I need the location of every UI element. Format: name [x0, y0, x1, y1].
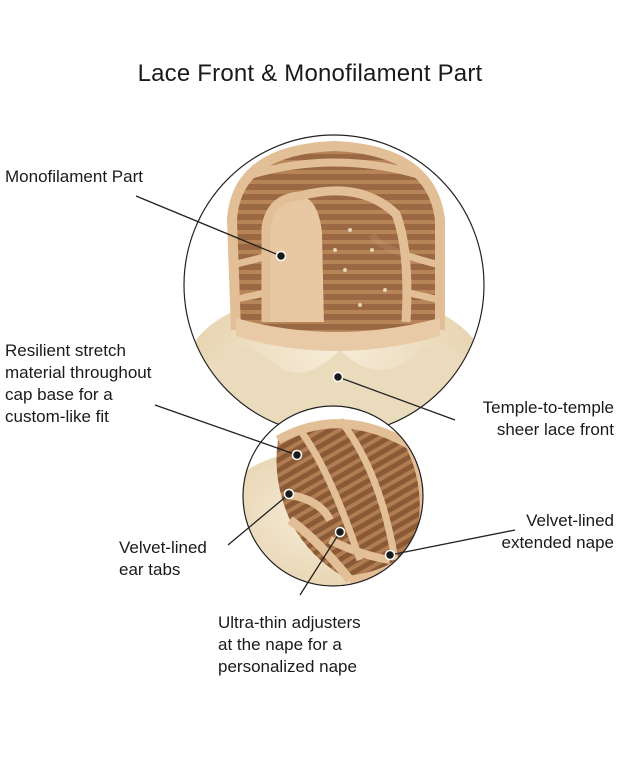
leader-resilient: [154, 404, 298, 456]
label-monofilament-part: Monofilament Part: [5, 167, 143, 186]
page-title: Lace Front & Monofilament Part: [137, 60, 483, 87]
front-cap-view: [184, 135, 484, 435]
label-ultra-thin-adjusters: Ultra-thin adjusters at the nape for a p…: [218, 613, 361, 676]
label-velvet-ear-tabs: Velvet-lined ear tabs: [119, 538, 207, 579]
marker-adjusters: [334, 526, 346, 538]
marker-nape: [384, 549, 396, 561]
marker-monofilament: [275, 250, 287, 262]
back-cap-view: [243, 406, 423, 586]
marker-temple: [332, 371, 344, 383]
leader-ear-tabs: [227, 493, 290, 546]
marker-ear-tabs: [283, 488, 295, 500]
leader-nape: [389, 529, 516, 556]
marker-resilient: [291, 449, 303, 461]
label-resilient-stretch: Resilient stretch material throughout ca…: [5, 341, 152, 426]
leader-adjusters: [299, 531, 341, 596]
label-temple-lace-front: Temple-to-temple sheer lace front: [482, 398, 614, 439]
leader-temple: [337, 376, 456, 421]
label-velvet-extended-nape: Velvet-lined extended nape: [501, 511, 615, 552]
leader-monofilament: [135, 195, 282, 257]
